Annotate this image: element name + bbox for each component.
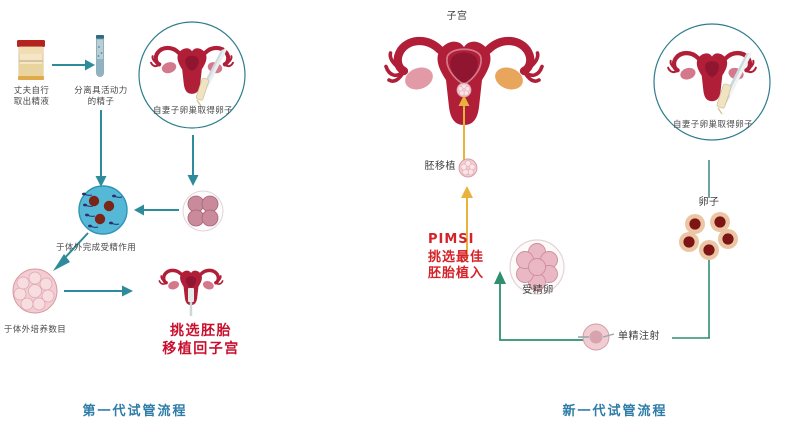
icsi-icon [578,322,614,352]
right-panel-title: 新一代试管流程 [562,404,668,419]
fertilization-label: 于体外完成受精作用 [56,243,137,253]
arrow-morula-to-dish [133,203,179,217]
oocyte-icon [678,212,740,264]
arrow-cup-to-tube [52,58,96,72]
arrow-dish-to-blastocyst [52,231,92,273]
pimsi-brand-label: PIMSI [428,232,475,247]
line-eggs-to-injection [707,260,711,338]
ovary-retrieval-circle-right [650,22,774,148]
injection-connector-line [672,336,710,340]
embryo-icon [458,158,478,178]
ovary-retrieval-circle [137,20,247,132]
arrow-injection-to-pimsi [478,268,588,346]
zygote-icon [508,238,566,296]
left-panel-title: 第一代试管流程 [82,404,188,419]
petri-dish-icon [78,185,128,235]
test-tube-icon [92,35,108,83]
uterus-label: 子宫 [446,11,468,22]
arrow-pimsi-to-embryo [458,186,476,260]
pimsi-description-label: 挑选最佳 胚胎植入 [428,250,485,281]
arrow-circle-to-morula [186,135,200,187]
embryo-transfer-right-label: 胚移植 [424,161,456,172]
ovary-retrieval-right-label: 自妻子卵巢取得卵子 [672,120,754,130]
line-circle-to-eggs [707,160,711,198]
uterus-icon-left-bottom [152,258,230,320]
sperm-injection-label: 单精注射 [618,331,660,342]
blastocyst-icon [12,268,58,314]
arrow-tube-to-dish [94,110,108,188]
zygote-label: 受精卵 [522,285,554,296]
sperm-tube-label: 分离具活动力 的精子 [74,86,128,107]
semen-cup-label: 丈夫自行 取出精液 [13,86,50,107]
uterus-icon-main [384,22,544,182]
morula-icon [182,190,224,232]
egg-cluster-label: 卵子 [698,197,720,208]
arrow-blastocyst-to-uterus [64,284,134,298]
ovary-retrieval-label: 自妻子卵巢取得卵子 [152,106,234,116]
specimen-cup-icon [14,38,48,82]
embryo-transfer-label: 挑选胚胎 移植回子宫 [162,323,240,357]
embryo-culture-label: 于体外培养数目 [3,325,67,335]
